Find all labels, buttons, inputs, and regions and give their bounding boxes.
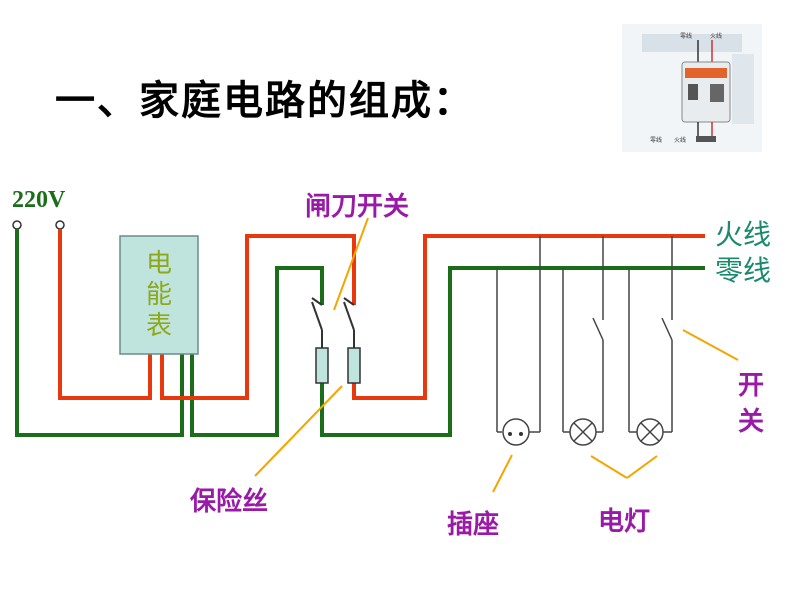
terminal-left [12,220,22,230]
lamp-switch-1 [592,317,604,341]
switch-label-2: 关 [738,407,764,437]
photo-label-top-left: 零线 [680,32,692,40]
photo-label-bottom-right: 火线 [674,136,686,144]
breaker-image: 零线 火线 零线 火线 [622,24,762,152]
live-wire-label: 火线 [715,218,771,251]
socket-symbol [497,418,540,446]
fuse-label: 保险丝 [189,486,268,517]
breaker-photo: 零线 火线 零线 火线 [622,24,762,152]
lamp-symbol-2 [629,418,672,446]
fuse-right [347,347,361,384]
knife-switch-label: 闸刀开关 [305,192,409,222]
neutral-wire-label: 零线 [715,254,771,287]
switch-label-1: 开 [738,371,764,401]
knife-switch [311,297,355,348]
pointer-lines [254,217,739,493]
live-wire [58,229,705,400]
lamp-symbol-1 [563,418,603,446]
meter-label-1: 电 [146,249,172,279]
branch-wires [496,236,673,432]
socket-label: 插座 [447,509,499,540]
lamp-switch-2 [661,317,673,341]
photo-label-bottom-left: 零线 [650,136,662,144]
neutral-wire [15,229,705,437]
page-title: 一、家庭电路的组成： [55,78,475,124]
lamp-label: 电灯 [598,507,650,537]
meter-label-3: 表 [146,311,172,341]
terminal-right [55,220,65,230]
meter-label-2: 能 [146,280,172,310]
photo-label-top-right: 火线 [710,32,722,40]
fuse-left [315,347,329,384]
energy-meter [119,235,199,355]
voltage-label: 220V [12,187,66,213]
